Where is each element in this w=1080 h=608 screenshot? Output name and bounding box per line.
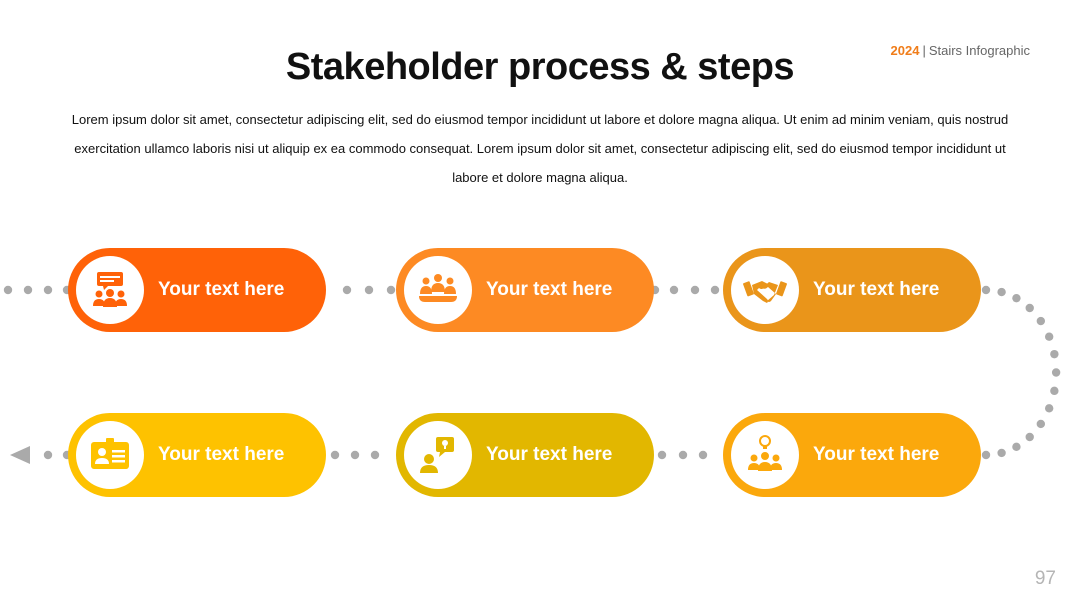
connector-dot: [1050, 349, 1059, 359]
connector-dot: [1044, 404, 1054, 413]
idea-person-icon: [420, 437, 454, 473]
connector-dot: [690, 285, 700, 295]
intro-text: Lorem ipsum dolor sit amet, consectetur …: [71, 112, 1009, 185]
step-pill-5[interactable]: Your text here: [396, 413, 654, 497]
connector-dot: [3, 285, 13, 295]
step-pill-6[interactable]: Your text here: [68, 413, 326, 497]
connector-dot: [1036, 419, 1046, 429]
presentation-icon: [93, 272, 127, 307]
connector-dot: [1036, 316, 1046, 326]
connector-dot: [330, 450, 340, 460]
step-4-label: Your text here: [813, 444, 940, 465]
connector-dot: [23, 285, 33, 295]
connector-dot: [386, 285, 396, 295]
connector-dot: [678, 450, 688, 460]
connector-dot: [1012, 293, 1021, 303]
connector-dot: [657, 450, 667, 460]
connector-dot: [43, 285, 53, 295]
arrow-left-icon: [10, 446, 30, 464]
connector-dot: [981, 450, 991, 460]
step-pill-4[interactable]: Your text here: [723, 413, 981, 497]
step-pill-1[interactable]: Your text here: [68, 248, 326, 332]
connector-dot: [1025, 432, 1034, 442]
idea-team-icon: [748, 435, 782, 471]
connector-dot: [669, 285, 679, 295]
connector-dot: [997, 287, 1006, 297]
step-6-label: Your text here: [158, 444, 285, 465]
connector-dot: [1051, 368, 1061, 377]
step-5-label: Your text here: [486, 444, 613, 465]
step-pill-2[interactable]: Your text here: [396, 248, 654, 332]
connector-dot: [997, 448, 1006, 458]
connector-dot: [43, 450, 53, 460]
step-6-icon-disc: [76, 421, 144, 489]
brand-tag: 2024|Stairs Infographic: [891, 43, 1030, 58]
connector-dot: [1025, 303, 1034, 313]
connector-dot: [364, 285, 374, 295]
step-5-icon-disc: [404, 421, 472, 489]
connector-dot: [342, 285, 352, 295]
connector-dot: [350, 450, 360, 460]
page-number: 97: [1034, 568, 1056, 589]
connector-dot: [710, 285, 720, 295]
step-1-icon-disc: [76, 256, 144, 324]
connector-dot: [370, 450, 380, 460]
handshake-icon: [743, 281, 787, 303]
step-3-icon-disc: [731, 256, 799, 324]
connector-dot: [981, 285, 991, 295]
connector-dot: [1044, 332, 1054, 341]
connector-dot: [1012, 442, 1021, 452]
team-meeting-icon: [419, 274, 457, 302]
step-2-label: Your text here: [486, 279, 613, 300]
brand-separator: |: [922, 43, 926, 58]
brand-year: 2024: [890, 43, 920, 58]
step-1-label: Your text here: [158, 279, 285, 300]
page-title: Stakeholder process & steps: [285, 46, 795, 88]
step-2-icon-disc: [404, 256, 472, 324]
connector-dot: [1050, 386, 1059, 396]
brand-tag-text: Stairs Infographic: [928, 43, 1030, 58]
step-4-icon-disc: [731, 421, 799, 489]
connector-dot: [698, 450, 708, 460]
step-3-label: Your text here: [813, 279, 940, 300]
id-card-icon: [91, 438, 129, 469]
step-pill-3[interactable]: Your text here: [723, 248, 981, 332]
